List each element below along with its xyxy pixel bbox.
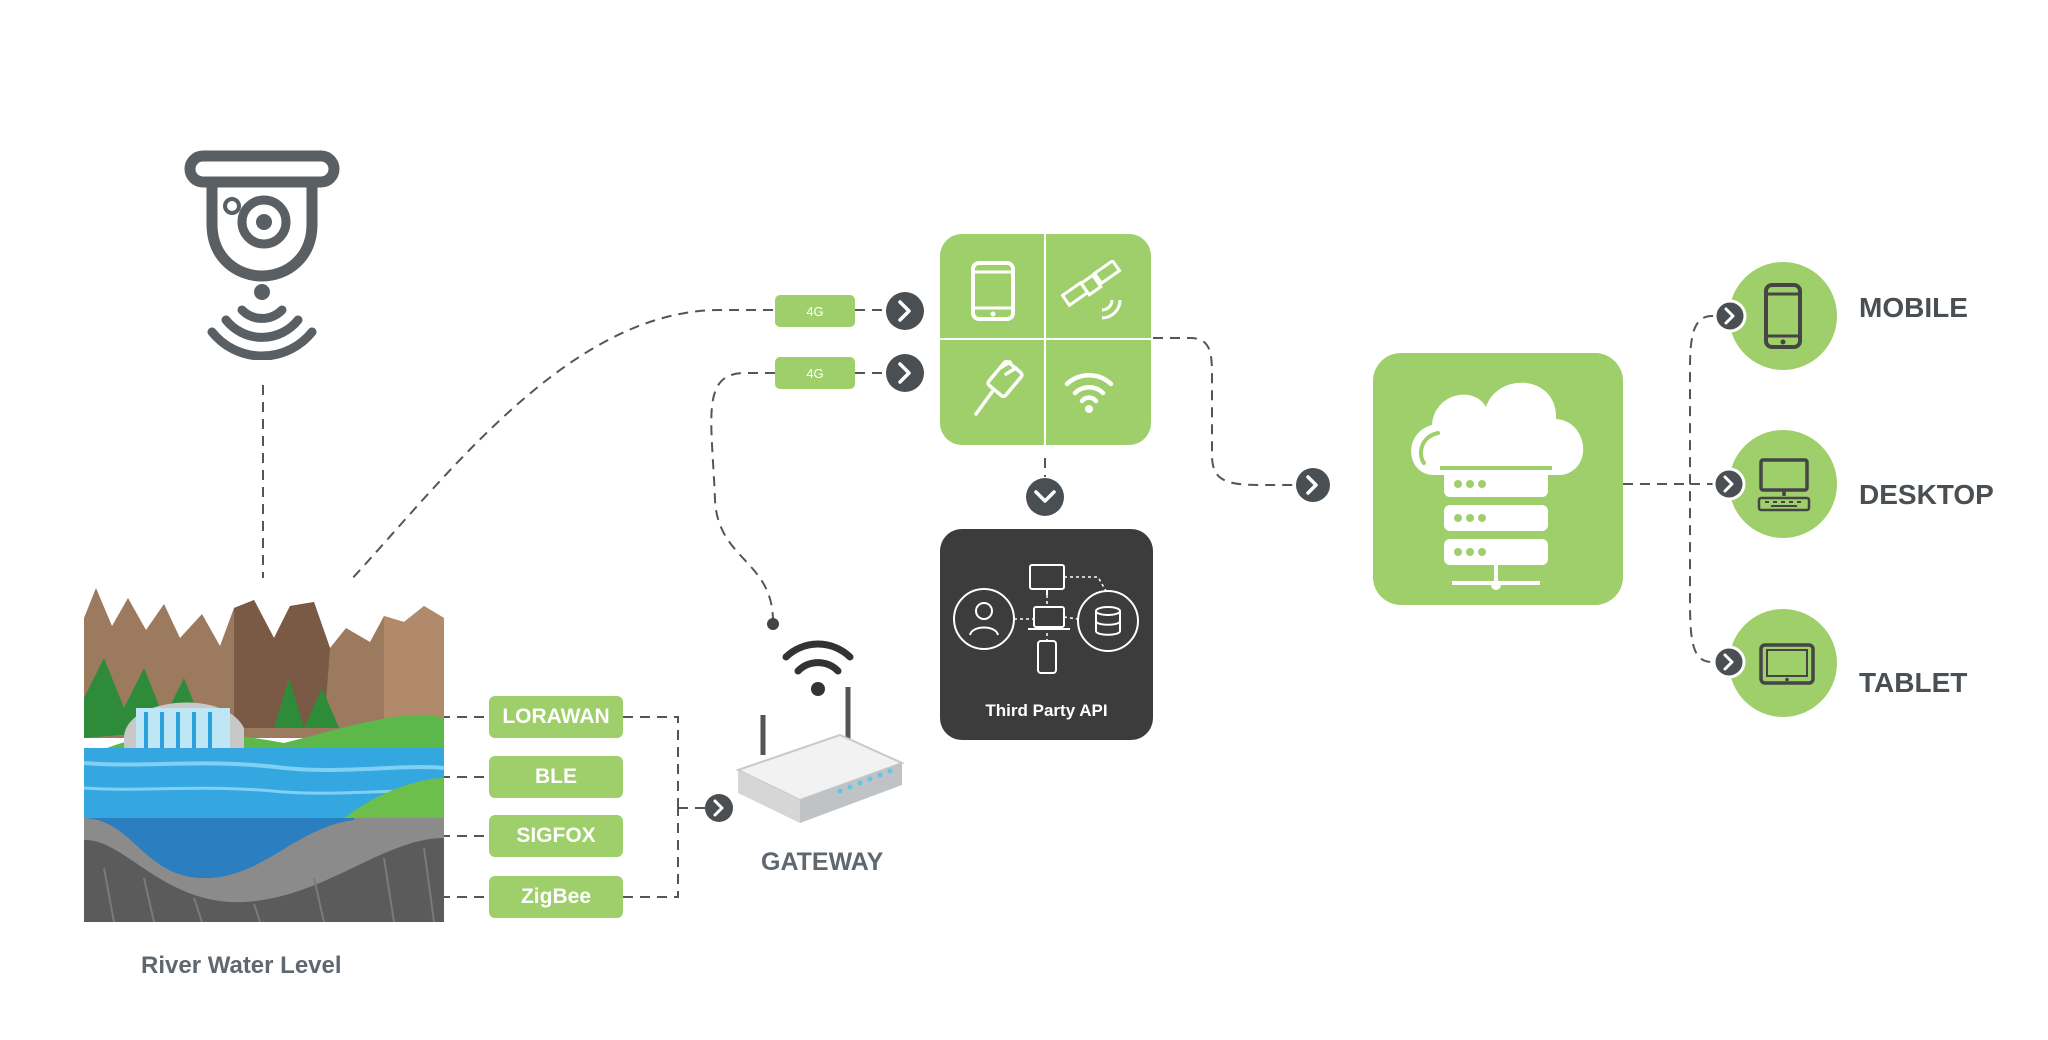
gateway-label: GATEWAY <box>761 848 884 876</box>
mobile-output-circle <box>1729 262 1837 370</box>
network-tag-4g-top: 4G <box>775 295 855 327</box>
third-party-api-box: Third Party API <box>940 529 1153 740</box>
river-water-level-label: River Water Level <box>141 952 342 979</box>
security-camera-icon <box>184 150 340 360</box>
tablet-label: TABLET <box>1859 667 1968 698</box>
network-tag-4g-bottom: 4G <box>775 357 855 389</box>
desktop-monitor-icon <box>1757 458 1811 512</box>
cloud-server-panel <box>1373 353 1623 605</box>
river-scene-illustration <box>84 578 444 922</box>
mobile-phone-icon <box>1764 283 1802 349</box>
router-gateway-icon <box>735 640 905 823</box>
protocol-tag-sigfox: SIGFOX <box>489 815 623 857</box>
protocol-tag-lorawan: LORAWAN <box>489 696 623 738</box>
desktop-label: DESKTOP <box>1859 479 1994 510</box>
ethernet-cable-icon <box>974 359 1024 416</box>
mobile-label: MOBILE <box>1859 292 1968 323</box>
tablet-icon <box>1759 643 1815 685</box>
api-network-icon <box>953 564 1139 674</box>
third-party-api-label: Third Party API <box>985 701 1108 720</box>
protocol-tag-zigbee: ZigBee <box>489 876 623 918</box>
satellite-icon <box>1060 260 1122 320</box>
wifi-icon <box>1064 373 1114 413</box>
smartphone-icon <box>971 261 1015 321</box>
connectivity-options-panel <box>940 234 1151 445</box>
protocol-tag-ble: BLE <box>489 756 623 798</box>
desktop-output-circle <box>1729 430 1837 538</box>
tablet-output-circle <box>1729 609 1837 717</box>
cloud-server-icon <box>1411 382 1584 590</box>
